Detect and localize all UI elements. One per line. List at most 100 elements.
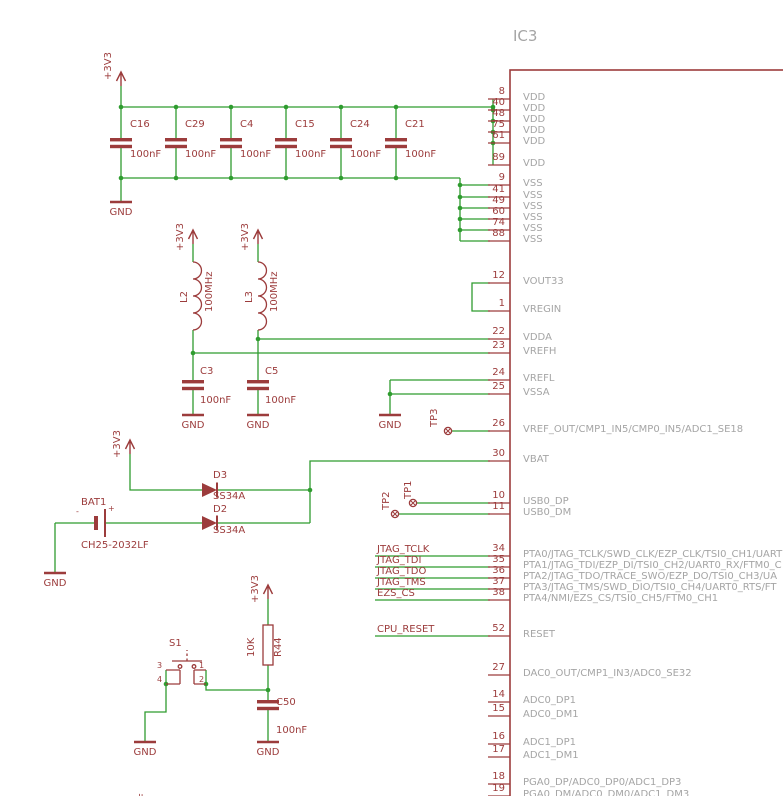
ic-pin-name: VREFH: [523, 346, 557, 357]
battery-minus-label: -: [76, 507, 79, 516]
ic-pin-name: PTA0/JTAG_TCLK/SWD_CLK/EZP_CLK/TSI0_CH1/…: [523, 549, 783, 560]
supply-3v3-label: +3V3: [112, 430, 123, 458]
gnd-label: GND: [43, 578, 67, 589]
gnd-label: GND: [109, 207, 133, 218]
battery-plus-label: +: [108, 504, 115, 513]
battery-value-label: CH25-2032LF: [81, 540, 149, 551]
switch-pin-label: 4: [157, 675, 163, 684]
capacitor-symbol-c5: [247, 380, 269, 391]
inductor-value-label: 100MHz: [204, 271, 215, 312]
ic-pin-name: VSS: [523, 234, 543, 245]
ic-symbol: [509, 69, 783, 796]
ic-pin-name: PTA4/NMI/EZS_CS/TSI0_CH5/FTM0_CH1: [523, 593, 719, 604]
inductor-symbol-l3: [257, 261, 268, 331]
ic-pin-name: VREF_OUT/CMP1_IN5/CMP0_IN5/ADC1_SE18: [523, 424, 744, 435]
net-wires: [54, 86, 494, 742]
ic-pin-number: 48: [492, 108, 505, 119]
ic-pin-number: 16: [492, 731, 505, 742]
ic-pin-name: PTA3/JTAG_TMS/SWD_DIO/TSI0_CH4/UART0_RTS…: [523, 582, 777, 593]
switch-ref-label: S1: [169, 638, 182, 649]
testpoint-label-tp3: TP3: [429, 408, 440, 427]
ic-pin-number: 14: [492, 689, 505, 700]
ic-pin-name: PGA0_DM/ADC0_DM0/ADC1_DM3: [523, 789, 690, 796]
diode-ref-label: D2: [213, 504, 228, 515]
ic-pin-name: USB0_DM: [523, 507, 572, 518]
switch-pin-label: 2: [199, 675, 205, 684]
testpoint-label-tp2: TP2: [381, 491, 392, 510]
gnd-symbols: [44, 200, 401, 744]
ic-pin-number: 17: [492, 744, 505, 755]
ic-pin-name: USB0_DP: [523, 496, 569, 507]
wire-reset-rc: [144, 599, 269, 742]
ic-pin-number: 27: [492, 662, 505, 673]
resistor-ref-label: R44: [273, 637, 284, 657]
cap-value-label: 100nF: [185, 149, 217, 160]
ic-pin-name: VDD: [523, 158, 546, 169]
net-label-jtag-tclk: JTAG_TCLK: [377, 544, 430, 555]
battery-symbol: [94, 509, 106, 537]
wire-vbat: [54, 454, 490, 573]
cap-ref-label: C4: [240, 119, 254, 130]
gnd-label: GND: [378, 420, 402, 431]
cap-value-label: 100nF: [405, 149, 437, 160]
cap-ref-label: C50: [276, 697, 296, 708]
capacitor-symbol-c21: [385, 138, 407, 149]
ic-pin-name: VSS: [523, 201, 543, 212]
net-label-ezs-cs: EZS_CS: [377, 588, 415, 599]
ic-pin-name: VSS: [523, 190, 543, 201]
switch-pin-label: 3: [157, 661, 163, 670]
ic-pin-name: VREGIN: [523, 304, 562, 315]
ic-pin-number: 8: [498, 86, 505, 97]
capacitor-symbol-c16: [110, 138, 132, 149]
inductor-ref-label: L3: [244, 291, 255, 303]
diode-value-label: SS34A: [213, 525, 246, 536]
capacitor-symbol-c4: [220, 138, 242, 149]
cap-value-label: 100nF: [276, 725, 308, 736]
cap-value-label: 100nF: [295, 149, 327, 160]
ic-pin-name: ADC0_DM1: [523, 709, 579, 720]
testpoint-symbol-tp2: [390, 509, 400, 519]
ic-pin-number: 37: [492, 576, 505, 587]
net-label-cpu-reset: CPU_RESET: [377, 624, 435, 635]
ic-pin-name: VSS: [523, 223, 543, 234]
inductor-value-label: 100MHz: [269, 271, 280, 312]
ic-pin-name: PGA0_DP/ADC0_DP0/ADC1_DP3: [523, 777, 682, 788]
testpoint-symbol-tp3: [443, 426, 453, 436]
net-label-jtag-tms: JTAG_TMS: [377, 577, 426, 588]
ic-pin-number: 61: [492, 130, 505, 141]
ic-pin-number: 11: [492, 501, 505, 512]
ic-pin-name: PTA2/JTAG_TDO/TRACE_SWO/EZP_DO/TSI0_CH3/…: [523, 571, 778, 582]
cap-ref-label: C15: [295, 119, 315, 130]
supply-3v3-label: +3V3: [103, 52, 114, 80]
ic-pin-number: 25: [492, 381, 505, 392]
cap-value-label: 100nF: [130, 149, 162, 160]
ic-pin-name: ADC0_DP1: [523, 695, 576, 706]
ic-pin-number: 35: [492, 554, 505, 565]
ic-pin-name: DAC0_OUT/CMP1_IN3/ADC0_SE32: [523, 668, 692, 679]
capacitor-symbol-c29: [165, 138, 187, 149]
ic-pin-number: 22: [492, 326, 505, 337]
ic-pin-stubs: [488, 98, 510, 796]
ic-pin-number: 34: [492, 543, 505, 554]
wire-jtag-reset: [375, 555, 490, 637]
wire-vdda-vrefh: [192, 244, 490, 415]
capacitor-symbol-c3: [182, 380, 204, 391]
cap-value-label: 100nF: [350, 149, 382, 160]
ic-designator: IC3: [513, 27, 538, 45]
ic-pin-name: VREFL: [523, 373, 555, 384]
ic-pin-number: 89: [492, 152, 505, 163]
ic-pin-name: VSS: [523, 212, 543, 223]
ic-pin-number: 74: [492, 217, 505, 228]
net-label-jtag-tdi: JTAG_TDI: [377, 555, 422, 566]
ic-pin-number: 75: [492, 119, 505, 130]
ic-pin-number: 52: [492, 623, 505, 634]
switch-symbol: [166, 650, 206, 685]
resistor-symbol-r44: [262, 624, 274, 666]
ic-pin-name: ADC1_DP1: [523, 737, 576, 748]
ic-pin-number: 36: [492, 565, 505, 576]
ic-pin-number: 18: [492, 771, 505, 782]
diode-ref-label: D3: [213, 470, 228, 481]
cap-ref-label: C24: [350, 119, 370, 130]
